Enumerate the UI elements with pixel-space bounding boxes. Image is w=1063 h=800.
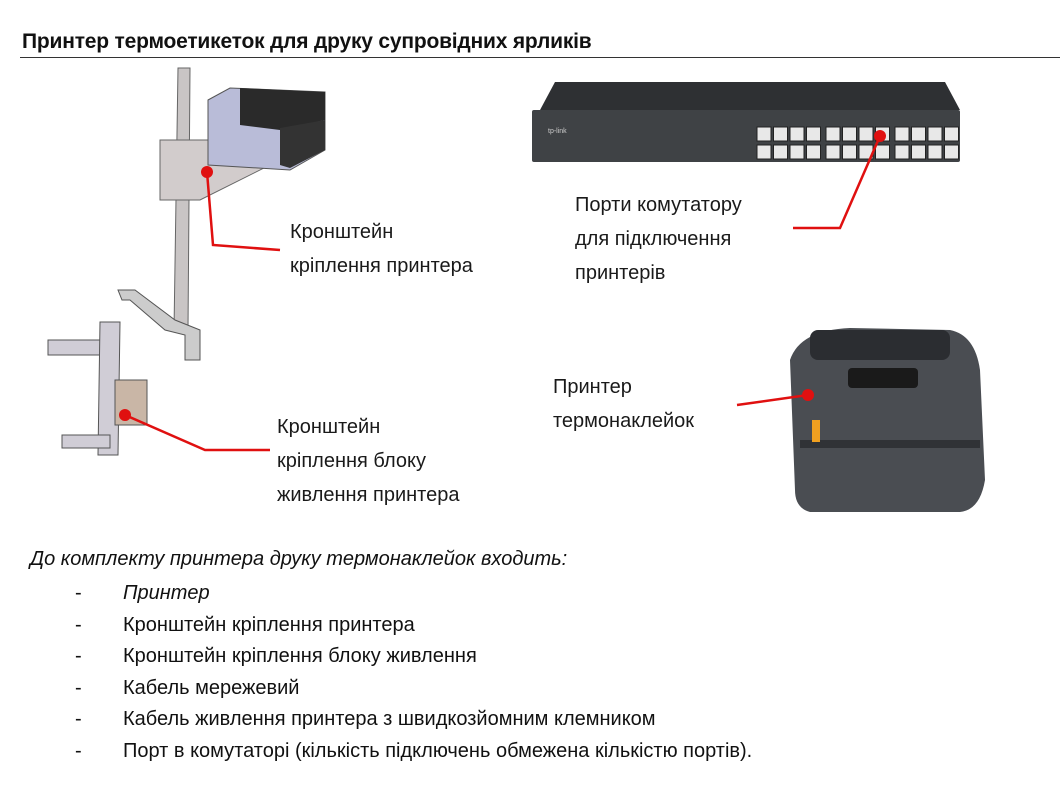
switch-port [773, 144, 788, 160]
switch-port [894, 144, 910, 160]
list-item: -Порт в комутаторі (кількість підключень… [70, 736, 752, 768]
network-switch-image: tp-link [532, 82, 960, 162]
switch-port [927, 126, 943, 142]
switch-port [927, 144, 943, 160]
list-item: -Кронштейн кріплення блоку живлення [70, 641, 752, 673]
list-item-text: Кронштейн кріплення блоку живлення [123, 645, 477, 667]
list-item: -Кронштейн кріплення принтера [70, 610, 752, 642]
switch-port [789, 126, 805, 142]
switch-port [944, 144, 959, 160]
switch-port [756, 144, 772, 160]
callout-line: Порти комутатору [575, 194, 742, 216]
switch-port [806, 126, 821, 142]
list-item: -Кабель живлення принтера з швидкозйомни… [70, 704, 752, 736]
switch-port [894, 126, 910, 142]
callout-line: для підключення [575, 228, 732, 250]
switch-port [806, 144, 821, 160]
title-underline [20, 57, 1060, 58]
power-bracket-image [47, 321, 148, 456]
kit-list: -Принтер -Кронштейн кріплення принтера -… [70, 578, 752, 767]
list-item-text: Кабель мережевий [123, 676, 300, 699]
switch-port [911, 126, 926, 142]
switch-port [789, 144, 805, 160]
svg-text:tp-link: tp-link [548, 128, 567, 135]
switch-port [875, 144, 890, 160]
page-title: Принтер термоетикеток для друку супровід… [22, 30, 592, 53]
switch-port [858, 126, 874, 142]
list-item-text: Принтер [123, 582, 210, 604]
callout-line: Кронштейн [277, 416, 381, 438]
callout-switch-ports: Порти комутатору для підключення принтер… [575, 188, 742, 290]
switch-port [944, 126, 959, 142]
switch-port [773, 126, 788, 142]
callout-line: Принтер [553, 376, 632, 398]
callout-printer-bracket: Кронштейн кріплення принтера [290, 215, 473, 283]
list-item-text: Кабель живлення принтера з швидкозйомним… [123, 708, 656, 730]
illustrations: tp-link [47, 67, 985, 512]
kit-heading: До комплекту принтера друку термонаклейо… [30, 548, 568, 570]
callout-line: живлення принтера [277, 484, 460, 506]
switch-port [756, 126, 772, 142]
list-item: -Принтер [70, 578, 752, 610]
label-printer-image [790, 328, 985, 512]
callout-power-bracket: Кронштейн кріплення блоку живлення принт… [277, 410, 459, 512]
switch-port [825, 126, 841, 142]
callout-line: кріплення принтера [290, 255, 473, 277]
printer-bracket-image [117, 67, 326, 361]
callout-label-printer: Принтер термонаклейок [553, 370, 694, 438]
switch-port [911, 144, 926, 160]
callout-line: кріплення блоку [277, 450, 426, 472]
switch-port [825, 144, 841, 160]
callout-line: термонаклейок [553, 410, 695, 432]
callout-line: Кронштейн [290, 221, 394, 243]
leader-lines [124, 135, 882, 452]
list-item-text: Порт в комутаторі (кількість підключень … [123, 739, 753, 762]
list-item: -Кабель мережевий [70, 673, 752, 705]
list-item-text: Кронштейн кріплення принтера [123, 613, 415, 636]
callout-line: принтерів [575, 262, 666, 284]
switch-port [842, 144, 857, 160]
switch-port [842, 126, 857, 142]
